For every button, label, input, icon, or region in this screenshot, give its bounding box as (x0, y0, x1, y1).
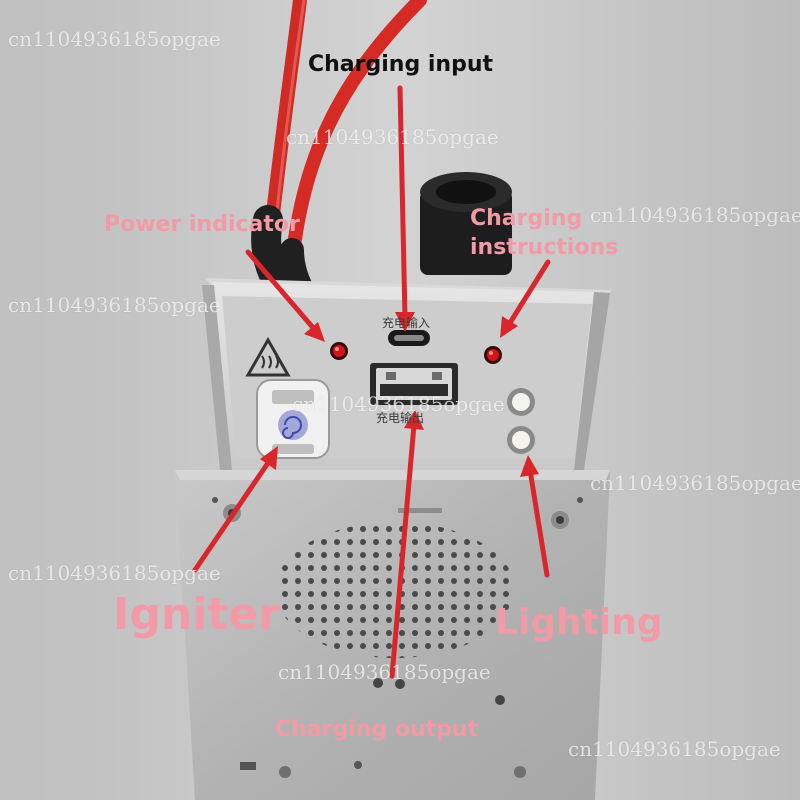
output-port-text: 充电输出 (376, 411, 425, 425)
callout-arrows (192, 85, 551, 679)
watermark: cn1104936185opgae (8, 27, 221, 51)
watermark: cn1104936185opgae (568, 737, 781, 761)
watermark: cn1104936185opgae (590, 471, 800, 495)
watermark: cn1104936185opgae (590, 203, 800, 227)
arrow-power-indicator (245, 249, 318, 333)
label-charging-input: Charging input (308, 52, 493, 77)
watermark: cn1104936185opgae (286, 125, 499, 149)
watermark: cn1104936185opgae (8, 293, 221, 317)
arrow-lighting (527, 467, 550, 578)
label-charging-instructions-line2: instructions (470, 235, 619, 260)
arrow-igniter (192, 457, 273, 573)
watermark: cn1104936185opgae (292, 392, 505, 416)
black-cylinder (420, 190, 512, 275)
watermark: cn1104936185opgae (8, 561, 221, 585)
label-lighting: Lighting (495, 602, 663, 643)
label-charging-output: Charging output (275, 717, 479, 742)
label-igniter: Igniter (113, 589, 280, 640)
label-charging-instructions-line1: Charging (470, 206, 583, 231)
input-port-text: 充电输入 (382, 316, 431, 330)
label-power-indicator: Power indicator (104, 212, 300, 237)
watermark: cn1104936185opgae (278, 660, 491, 684)
arrow-charging-instructions (505, 259, 551, 329)
arrow-charging-input (397, 85, 408, 321)
arrow-charging-output (389, 422, 417, 679)
